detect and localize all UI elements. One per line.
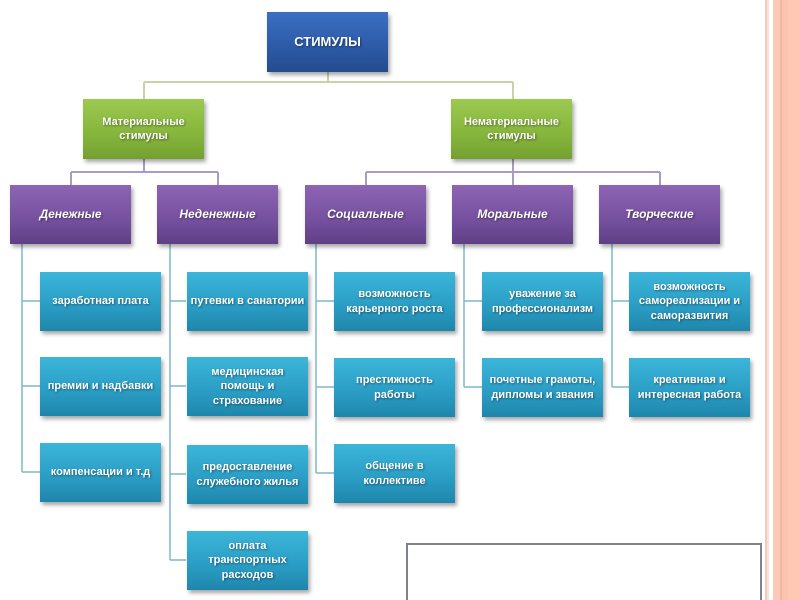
leaf-diplomas: почетные грамоты, дипломы и звания bbox=[482, 358, 603, 417]
nonmaterial-stimuli-node: Нематериальные стимулы bbox=[451, 99, 572, 159]
leaf-label: заработная плата bbox=[52, 295, 149, 308]
decorative-stripe bbox=[765, 0, 767, 600]
category-label: Денежные bbox=[39, 206, 102, 221]
connector-money bbox=[21, 244, 40, 473]
decorative-stripe bbox=[773, 0, 780, 600]
category-social: Социальные bbox=[305, 185, 426, 244]
category-moral: Моральные bbox=[452, 185, 573, 244]
decorative-stripe bbox=[767, 0, 769, 600]
leaf-label: креативная и интересная работа bbox=[637, 374, 742, 401]
leaf-respect: уважение за профессионализм bbox=[482, 272, 603, 331]
leaf-transport: оплата транспортных расходов bbox=[187, 531, 308, 590]
leaf-label: предоставление служебного жилья bbox=[196, 461, 299, 488]
category-label: Моральные bbox=[477, 206, 548, 221]
material-stimuli-label: Материальные стимулы bbox=[102, 115, 185, 142]
leaf-label: возможность карьерного роста bbox=[346, 288, 443, 315]
decorative-stripe bbox=[788, 0, 800, 600]
leaf-label: медицинская помощь и страхование bbox=[211, 366, 284, 407]
connector-nonmoney bbox=[169, 244, 186, 561]
caption-box bbox=[406, 543, 762, 600]
category-label: Неденежные bbox=[179, 206, 256, 221]
category-nonmonetary: Неденежные bbox=[157, 185, 278, 244]
leaf-label: оплата транспортных расходов bbox=[208, 540, 287, 581]
leaf-self-realization: возможность самореализации и саморазвити… bbox=[629, 272, 750, 331]
connector-material bbox=[70, 159, 219, 185]
leaf-label: путевки в санатории bbox=[190, 295, 305, 308]
leaf-career: возможность карьерного роста bbox=[334, 272, 455, 331]
leaf-label: компенсации и т.д bbox=[50, 466, 151, 479]
leaf-label: почетные грамоты, дипломы и звания bbox=[489, 374, 596, 401]
connector-root bbox=[143, 72, 514, 99]
leaf-label: уважение за профессионализм bbox=[491, 288, 594, 315]
category-label: Творческие bbox=[625, 206, 694, 221]
root-node: СТИМУЛЫ bbox=[267, 12, 388, 72]
leaf-compensation: компенсации и т.д bbox=[40, 443, 161, 502]
leaf-label: премии и надбавки bbox=[47, 380, 154, 393]
decorative-stripe bbox=[782, 0, 788, 600]
category-monetary: Денежные bbox=[10, 185, 131, 244]
leaf-label: престижность работы bbox=[356, 374, 433, 401]
nonmaterial-stimuli-label: Нематериальные стимулы bbox=[463, 115, 560, 142]
leaf-prestige: престижность работы bbox=[334, 358, 455, 417]
root-label: СТИМУЛЫ bbox=[294, 33, 361, 49]
leaf-communication: общение в коллективе bbox=[334, 444, 455, 503]
leaf-medical: медицинская помощь и страхование bbox=[187, 357, 308, 416]
connector-nonmaterial bbox=[365, 159, 661, 185]
leaf-creative-work: креативная и интересная работа bbox=[629, 358, 750, 417]
material-stimuli-node: Материальные стимулы bbox=[83, 99, 204, 159]
leaf-sanatorium: путевки в санатории bbox=[187, 272, 308, 331]
category-label: Социальные bbox=[327, 206, 404, 221]
decorative-stripe bbox=[780, 0, 782, 600]
leaf-housing: предоставление служебного жилья bbox=[187, 445, 308, 504]
connector-social bbox=[315, 244, 334, 474]
connector-creative bbox=[611, 244, 630, 388]
category-creative: Творческие bbox=[599, 185, 720, 244]
leaf-bonuses: премии и надбавки bbox=[40, 357, 161, 416]
leaf-label: общение в коллективе bbox=[363, 460, 426, 487]
leaf-salary: заработная плата bbox=[40, 272, 161, 331]
connector-moral bbox=[463, 244, 482, 388]
leaf-label: возможность самореализации и саморазвити… bbox=[638, 281, 741, 322]
